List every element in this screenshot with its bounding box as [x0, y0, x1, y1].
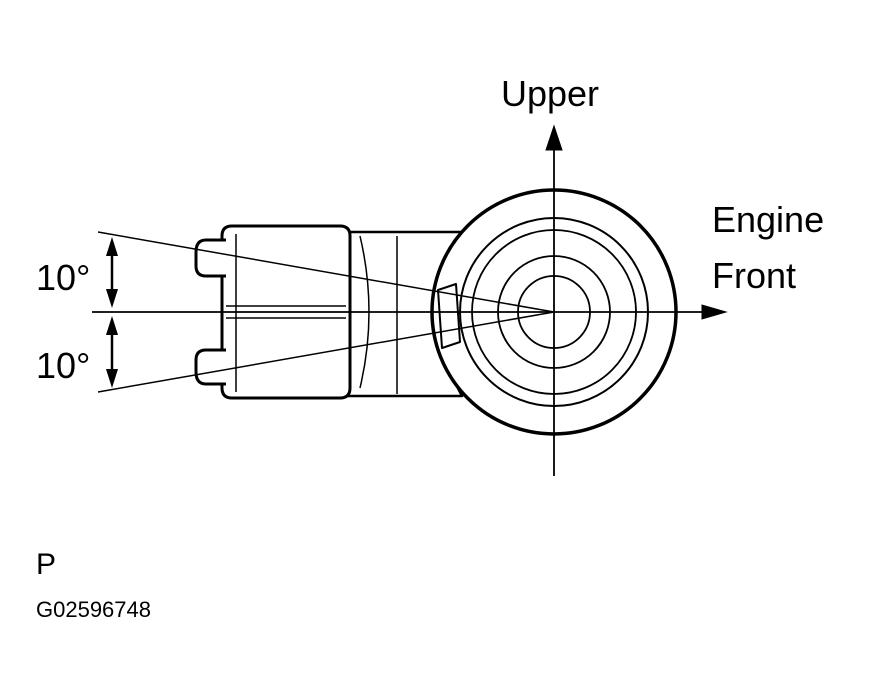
angle-line-lower — [97, 311, 555, 393]
angle-line-upper — [97, 231, 555, 313]
upper-arrowhead — [545, 124, 563, 151]
dim-arrow-top-down — [106, 289, 118, 308]
front-arrowhead — [701, 304, 728, 320]
connector-tab-bottom — [194, 348, 226, 386]
angle-label-top: 10° — [36, 257, 90, 298]
engine-front-label-line2: Front — [712, 255, 796, 296]
angle-label-bottom: 10° — [36, 345, 90, 386]
engine-front-label-line1: Engine — [712, 199, 824, 240]
angle-lines — [97, 231, 555, 393]
reference-axes — [92, 124, 728, 476]
dim-arrow-top-up — [106, 237, 118, 256]
connector-tab-top — [194, 238, 226, 278]
code-letter: P — [36, 548, 56, 581]
dim-arrow-bottom-down — [106, 369, 118, 388]
dim-arrow-bottom-up — [106, 316, 118, 335]
angle-dimension-arrows — [106, 237, 118, 388]
upper-label: Upper — [501, 73, 599, 114]
figure-id: G02596748 — [36, 597, 151, 622]
